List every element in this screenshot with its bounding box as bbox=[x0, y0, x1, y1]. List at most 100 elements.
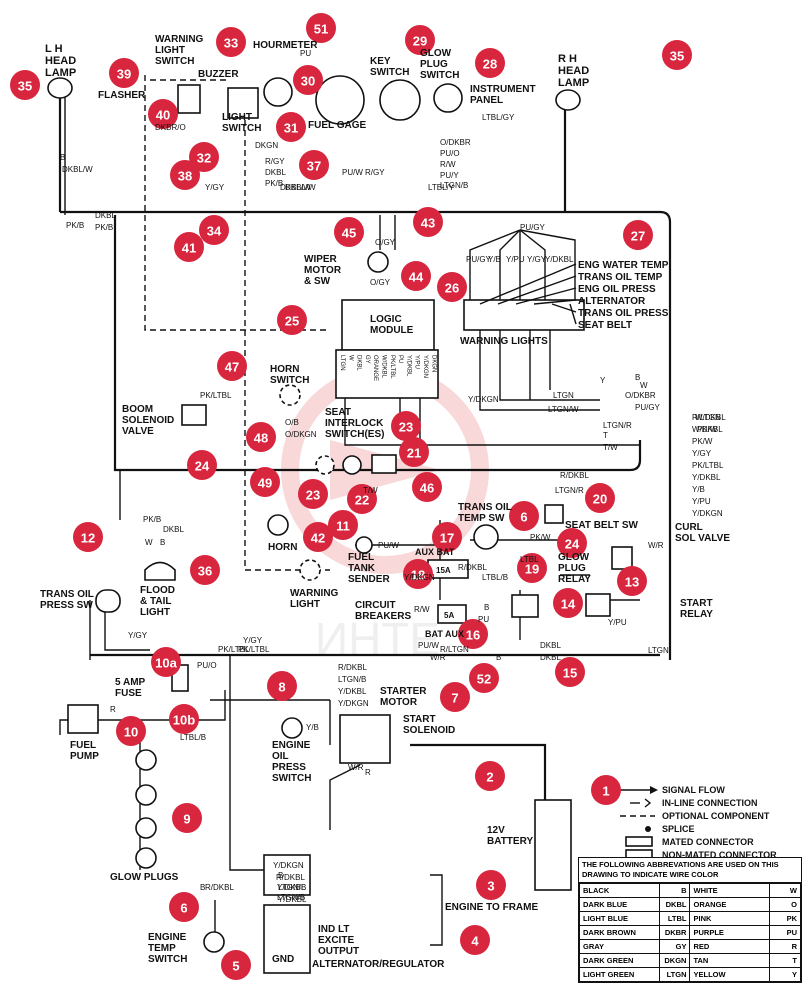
logic-pin-label: LTGN bbox=[339, 355, 345, 371]
abbrev-cell: DARK GREEN bbox=[579, 953, 660, 968]
callout-number: 6 bbox=[520, 510, 527, 525]
abbrev-cell: LTBL bbox=[658, 911, 691, 926]
wire-label: B bbox=[484, 603, 489, 612]
callout-badge bbox=[216, 27, 246, 57]
callout-12: 12 bbox=[73, 522, 103, 552]
callout-24: 24 bbox=[557, 528, 587, 558]
abbrev-cell: BLACK bbox=[579, 883, 660, 898]
callout-number: 45 bbox=[342, 226, 356, 241]
logic-pin-label: GY bbox=[364, 355, 370, 364]
callout-badge bbox=[189, 142, 219, 172]
wire-label: R/GY bbox=[365, 168, 385, 177]
abbrev-cell: DKBL bbox=[658, 897, 691, 912]
warning-light-item: TRANS OIL PRESS bbox=[578, 308, 669, 319]
wire-label: LTGN bbox=[553, 391, 574, 400]
callout-23: 23 bbox=[391, 411, 421, 441]
callout-number: 49 bbox=[258, 476, 272, 491]
callout-number: 24 bbox=[565, 537, 580, 552]
wire-label: W bbox=[145, 538, 153, 547]
callout-21: 21 bbox=[399, 437, 429, 467]
wire-label: Y/GY bbox=[243, 636, 263, 645]
logic-pin-label: Y/PU bbox=[414, 355, 420, 369]
callout-badge bbox=[403, 559, 433, 589]
wire-label: T bbox=[603, 431, 608, 440]
abbrev-cell: GRAY bbox=[579, 939, 660, 954]
wire-label: DKBL bbox=[540, 641, 561, 650]
callout-number: 9 bbox=[183, 812, 190, 827]
callout-number: 8 bbox=[278, 680, 285, 695]
wire-label: O/B bbox=[285, 418, 299, 427]
callout-number: 3 bbox=[487, 879, 494, 894]
callout-badge bbox=[440, 682, 470, 712]
callout-29: 29 bbox=[405, 25, 435, 55]
wire-label: R/GY bbox=[265, 157, 285, 166]
wire-label: O/GY bbox=[375, 238, 396, 247]
callout-badge bbox=[109, 58, 139, 88]
callout-20: 20 bbox=[585, 483, 615, 513]
callout-badge bbox=[169, 892, 199, 922]
start-relay-symbol bbox=[585, 593, 611, 617]
callout-badge bbox=[347, 484, 377, 514]
abbrev-cell: TAN bbox=[689, 953, 771, 968]
wire-label: DKBR/O bbox=[155, 123, 186, 132]
callout-number: 7 bbox=[451, 691, 458, 706]
callout-badge bbox=[437, 272, 467, 302]
callout-number: 35 bbox=[670, 49, 684, 64]
abbreviation-table: THE FOLLOWING ABBREVATIONS ARE USED ON T… bbox=[578, 857, 802, 983]
wire-label: B bbox=[200, 883, 205, 892]
wire-label: PK/LTBL bbox=[218, 645, 250, 654]
callout-badge bbox=[217, 351, 247, 381]
wire-label: Y/PU bbox=[608, 618, 627, 627]
callout-39: 39 bbox=[109, 58, 139, 88]
battery-symbol bbox=[534, 799, 572, 891]
logic-pin-label: PK/LTBL bbox=[389, 355, 395, 379]
wire-label: PK/B bbox=[265, 179, 283, 188]
callout-number: 35 bbox=[18, 79, 32, 94]
wire-label: Y/GY bbox=[692, 449, 712, 458]
wire-label: O/DKBR bbox=[440, 138, 471, 147]
bat-aux-top-label: AUX BAT bbox=[415, 547, 455, 557]
wire-label: PU bbox=[478, 615, 489, 624]
curl-sol-valve-symbol bbox=[611, 546, 633, 570]
callout-number: 41 bbox=[182, 241, 196, 256]
abbrev-cell: O bbox=[769, 897, 801, 912]
wire-label: DKBL bbox=[95, 211, 116, 220]
callout-1: 1 bbox=[591, 775, 621, 805]
wire-label: PU/GY bbox=[635, 403, 661, 412]
callout-3: 3 bbox=[476, 870, 506, 900]
wire-label: R/DKBL bbox=[276, 873, 305, 882]
logic-pin-label: W bbox=[347, 355, 353, 361]
callout-number: 1 bbox=[602, 784, 609, 799]
callout-badge bbox=[591, 775, 621, 805]
wire-label: Y/DKGN bbox=[273, 861, 304, 870]
wire-label: Y/DKGN bbox=[692, 509, 723, 518]
lh-head-lamp-symbol bbox=[47, 77, 73, 99]
callout-badge bbox=[458, 619, 488, 649]
seat-interlock-symbol-2 bbox=[342, 455, 362, 475]
abbrev-cell: Y bbox=[769, 967, 801, 982]
seat-interlock-symbol bbox=[315, 455, 335, 475]
abbrev-cell: YELLOW bbox=[689, 967, 771, 982]
callout-badge bbox=[557, 528, 587, 558]
callout-6: 6 bbox=[169, 892, 199, 922]
callout-35: 35 bbox=[662, 40, 692, 70]
callout-number: 47 bbox=[225, 360, 239, 375]
callout-badge bbox=[555, 657, 585, 687]
logic-module-symbol bbox=[341, 299, 435, 351]
wire-label: LTGN/R bbox=[555, 486, 584, 495]
legend-item-signal-flow: SIGNAL FLOW bbox=[662, 785, 725, 795]
callout-40: 40 bbox=[148, 99, 178, 129]
wire-label: Y/PU bbox=[692, 497, 711, 506]
wire-label: R bbox=[110, 705, 116, 714]
callout-48: 48 bbox=[246, 422, 276, 452]
